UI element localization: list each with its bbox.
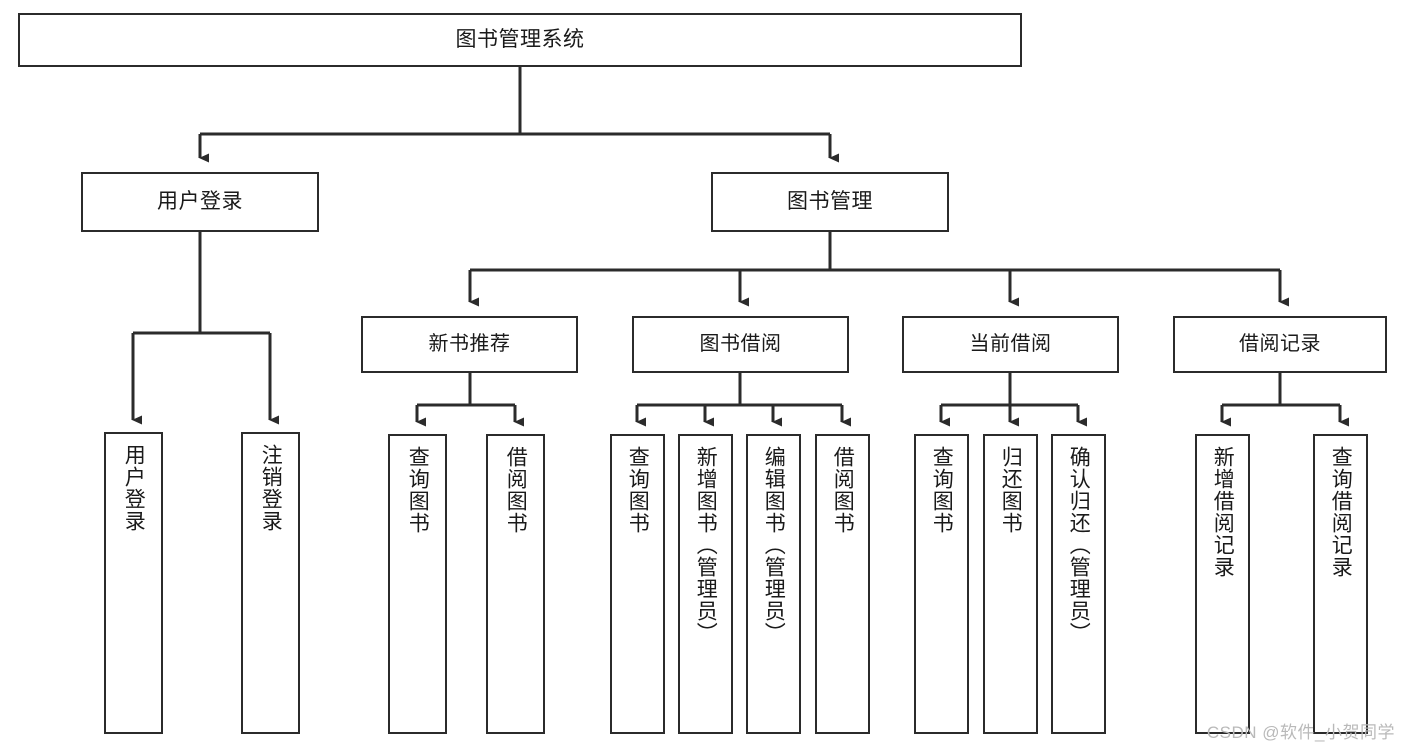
node-label: 用户登录 xyxy=(157,190,243,214)
node-book-borrow[interactable]: 图书借阅 xyxy=(632,316,849,373)
node-leaf-edit-book[interactable]: 编辑图书（管理员） xyxy=(746,434,801,734)
node-leaf-add-borrow-record[interactable]: 新增借阅记录 xyxy=(1195,434,1250,734)
node-leaf-logout-login[interactable]: 注销登录 xyxy=(241,432,300,734)
node-label: 图书管理系统 xyxy=(455,28,585,52)
node-leaf-query-book-recommend[interactable]: 查询图书 xyxy=(388,434,447,734)
node-label: 查询借阅记录 xyxy=(1329,446,1353,578)
node-label: 借阅图书 xyxy=(504,446,528,534)
node-user-login[interactable]: 用户登录 xyxy=(81,172,319,232)
node-label: 图书管理 xyxy=(787,190,873,214)
csdn-watermark: CSDN @软件_小贺同学 xyxy=(1206,723,1395,742)
node-label: 新增图书（管理员） xyxy=(694,446,718,644)
node-label: 注销登录 xyxy=(259,444,283,532)
node-label: 新增借阅记录 xyxy=(1211,446,1235,578)
node-label: 编辑图书（管理员） xyxy=(762,446,786,644)
node-leaf-query-book-current[interactable]: 查询图书 xyxy=(914,434,969,734)
node-new-book-recommend[interactable]: 新书推荐 xyxy=(361,316,578,373)
node-label: 查询图书 xyxy=(930,446,954,534)
node-leaf-return-book[interactable]: 归还图书 xyxy=(983,434,1038,734)
node-root-book-management-system[interactable]: 图书管理系统 xyxy=(18,13,1022,67)
node-label: 用户登录 xyxy=(122,444,146,532)
node-label: 借阅图书 xyxy=(831,446,855,534)
node-label: 新书推荐 xyxy=(428,333,511,356)
node-book-management[interactable]: 图书管理 xyxy=(711,172,949,232)
node-label: 图书借阅 xyxy=(699,333,782,356)
node-leaf-add-book[interactable]: 新增图书（管理员） xyxy=(678,434,733,734)
node-label: 当前借阅 xyxy=(969,333,1052,356)
node-leaf-query-book-borrow[interactable]: 查询图书 xyxy=(610,434,665,734)
node-label: 归还图书 xyxy=(999,446,1023,534)
node-leaf-borrow-book-recommend[interactable]: 借阅图书 xyxy=(486,434,545,734)
node-current-borrow[interactable]: 当前借阅 xyxy=(902,316,1119,373)
node-leaf-confirm-return[interactable]: 确认归还（管理员） xyxy=(1051,434,1106,734)
node-label: 确认归还（管理员） xyxy=(1067,446,1091,644)
node-leaf-query-borrow-record[interactable]: 查询借阅记录 xyxy=(1313,434,1368,734)
node-leaf-user-login[interactable]: 用户登录 xyxy=(104,432,163,734)
node-label: 借阅记录 xyxy=(1239,333,1321,356)
node-label: 查询图书 xyxy=(626,446,650,534)
node-leaf-borrow-book[interactable]: 借阅图书 xyxy=(815,434,870,734)
node-label: 查询图书 xyxy=(406,446,430,534)
node-borrow-record[interactable]: 借阅记录 xyxy=(1173,316,1387,373)
